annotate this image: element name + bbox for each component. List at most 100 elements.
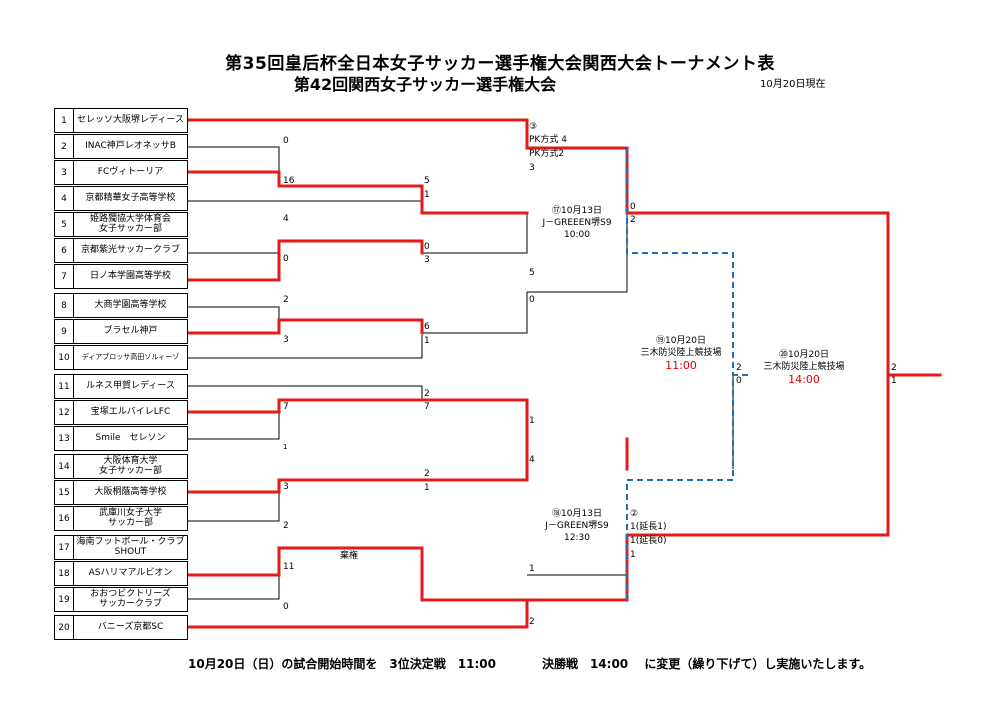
score-r1: 3 <box>283 482 289 492</box>
score-r1: 3 <box>283 335 289 345</box>
team-row: 7 日ノ本学園高等学校 <box>54 264 188 289</box>
team-row: 2 INAC神戸レオネッサB <box>54 134 188 159</box>
match-venue: J－GREEEN堺S9 <box>542 218 612 229</box>
team-number: 15 <box>55 481 74 504</box>
score-r1: 2 <box>283 295 289 305</box>
team-name: 大阪桐蔭高等学校 <box>94 486 167 497</box>
team-row: 18 ASハリマアルビオン <box>54 561 188 586</box>
team-number: 3 <box>55 161 74 184</box>
as-of-date: 10月20日現在 <box>760 79 826 90</box>
match-number: ③ <box>529 122 538 132</box>
team-row: 13 Smile セレソン <box>54 426 188 451</box>
notice-part-1: 10月20日（日）の試合開始時間を 3位決定戦 11:00 <box>188 657 496 671</box>
team-name: 大商学園高等学校 <box>94 299 167 310</box>
team-name: 京都紫光サッカークラブ <box>80 244 180 255</box>
team-name: Smile セレソン <box>95 432 166 443</box>
score-qf: 5 <box>529 268 535 278</box>
score-r2: 2 <box>424 469 430 479</box>
team-number: 17 <box>55 536 74 559</box>
score-r1: 11 <box>283 562 295 572</box>
score-qf-pk: PK方式 4 <box>529 135 567 145</box>
team-number: 12 <box>55 401 74 424</box>
score-qf: 2 <box>529 617 535 627</box>
score-qf: 1 <box>529 564 535 574</box>
team-row: 15 大阪桐蔭高等学校 <box>54 480 188 505</box>
team-number: 18 <box>55 562 74 585</box>
team-name: セレッソ大阪堺レディース <box>77 114 184 125</box>
score-third-place: 0 <box>736 376 742 386</box>
team-name: ASハリマアルビオン <box>88 567 173 578</box>
score-r1: 7 <box>283 402 289 412</box>
score-r2: 5 <box>424 176 430 186</box>
score-r2: 6 <box>424 322 430 332</box>
team-name: ディアブロッサ高田ソルィーゾ <box>81 352 180 361</box>
score-r1: 0 <box>283 254 289 264</box>
team-name: INAC神戸レオネッサB <box>85 140 176 151</box>
score-r2: 1 <box>424 336 430 346</box>
match-info-19: ⑲10月20日 三木防災陸上競技場 11:00 <box>622 335 740 374</box>
score-r2: 3 <box>424 255 430 265</box>
team-row: 10 ディアブロッサ高田ソルィーゾ <box>54 345 188 370</box>
score-final: 1 <box>891 376 897 386</box>
match-venue: J－GREEN堺S9 <box>545 521 609 532</box>
team-number: 5 <box>55 213 74 236</box>
match-time: 12:30 <box>564 533 590 544</box>
score-r1: 0 <box>283 136 289 146</box>
score-r2: 2 <box>424 389 430 399</box>
team-number: 13 <box>55 427 74 450</box>
team-row: 11 ルネス甲賀レディース <box>54 374 188 399</box>
team-row: 3 FCヴィトーリア <box>54 160 188 185</box>
team-number: 11 <box>55 375 74 398</box>
forfeit-note: 棄権 <box>340 551 359 561</box>
match-info-17: ⑰10月13日 J－GREEEN堺S9 10:00 <box>527 205 627 241</box>
match-info-18: ⑱10月13日 J－GREEN堺S9 12:30 <box>527 508 627 544</box>
page-title: 第35回皇后杯全日本女子サッカー選手権大会関西大会トーナメント表 <box>225 54 775 74</box>
score-qf: 4 <box>529 455 535 465</box>
score-qf-pk: PK方式2 <box>529 149 565 159</box>
team-number: 7 <box>55 265 74 288</box>
team-name: FCヴィトーリア <box>97 166 164 177</box>
match-time: 10:00 <box>564 230 590 241</box>
score-r1: 0 <box>283 602 289 612</box>
match-time: 14:00 <box>788 373 820 387</box>
score-r1: 2 <box>283 521 289 531</box>
team-number: 19 <box>55 588 74 611</box>
team-number: 9 <box>55 320 74 343</box>
team-name: 日ノ本学園高等学校 <box>89 270 171 281</box>
score-r2: 0 <box>424 242 430 252</box>
team-number: 10 <box>55 346 74 369</box>
match-label: ⑲10月20日 <box>656 336 706 346</box>
team-name: ルネス甲賀レディース <box>86 380 175 391</box>
score-r1: 16 <box>283 176 295 186</box>
match-venue: 三木防災陸上競技場 <box>763 362 845 373</box>
score-sf: 1 <box>630 550 636 560</box>
score-sf: 2 <box>630 215 636 225</box>
score-sf: 1(延長1) <box>630 522 667 532</box>
score-sf: 1(延長0) <box>630 536 667 546</box>
team-name: 大阪体育大学女子サッカー部 <box>98 456 162 476</box>
match-number: ② <box>630 509 639 519</box>
match-label: ⑱10月13日 <box>552 509 602 519</box>
match-label: ⑰10月13日 <box>552 206 602 216</box>
score-r2: 1 <box>424 190 430 200</box>
match-time: 11:00 <box>665 359 697 373</box>
team-name: バニーズ京都SC <box>97 621 164 632</box>
team-number: 2 <box>55 135 74 158</box>
score-qf: 0 <box>529 295 535 305</box>
match-label: ⑳10月20日 <box>779 350 829 360</box>
